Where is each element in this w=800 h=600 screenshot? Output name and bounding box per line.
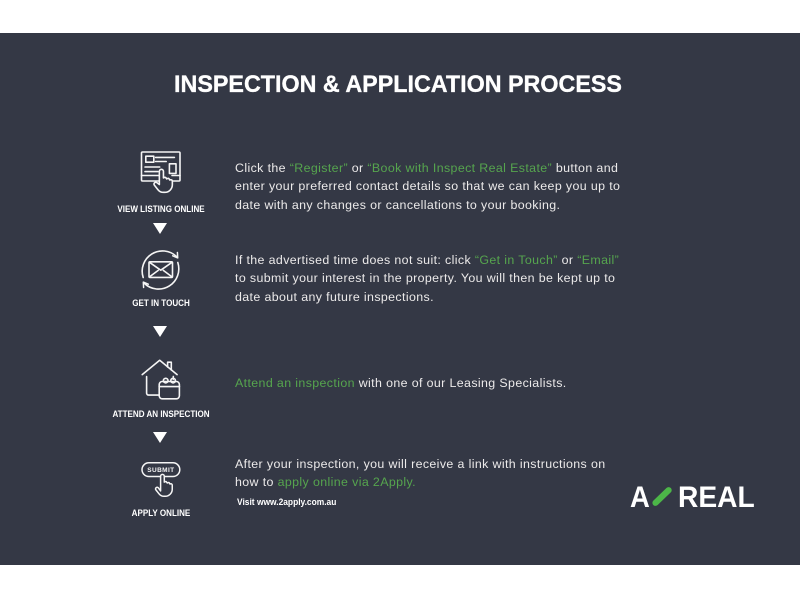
svg-text:SUBMIT: SUBMIT xyxy=(147,467,174,474)
